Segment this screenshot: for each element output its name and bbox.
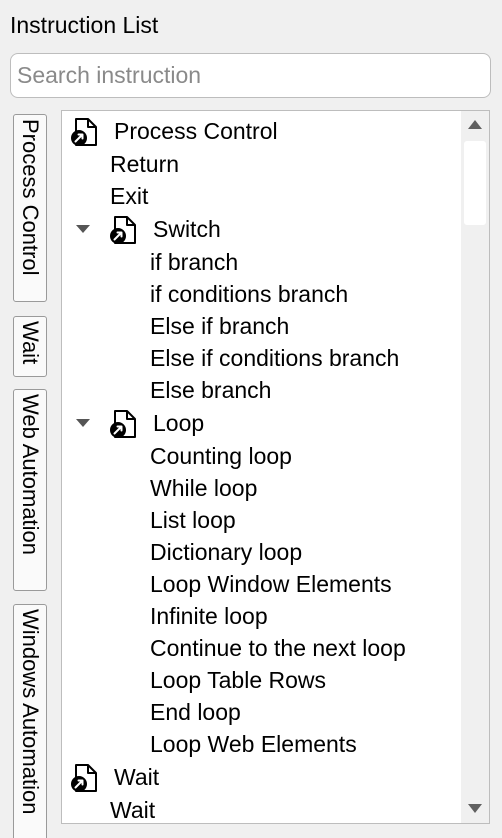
tree-item-list-loop[interactable]: List loop bbox=[62, 504, 461, 536]
tree-group-label: Switch bbox=[153, 216, 221, 242]
tab-process-control[interactable]: Process Control bbox=[13, 114, 47, 302]
tree-item-else-if-branch[interactable]: Else if branch bbox=[62, 310, 461, 342]
tree-item-label: Wait bbox=[110, 797, 156, 823]
tab-label: Process Control bbox=[18, 119, 43, 276]
tree-group-wait[interactable]: Wait bbox=[62, 760, 461, 794]
tree-item-label: Return bbox=[110, 151, 180, 177]
tree-item-label: Dictionary loop bbox=[150, 539, 303, 565]
tree-item-label: Counting loop bbox=[150, 443, 292, 469]
tree-item-loop-web-elements[interactable]: Loop Web Elements bbox=[62, 728, 461, 760]
tree-item-wait[interactable]: Wait bbox=[62, 794, 461, 823]
document-arrow-icon bbox=[70, 117, 98, 147]
search-input[interactable] bbox=[17, 58, 482, 93]
tree-item-label: if branch bbox=[150, 249, 239, 275]
tree-item-label: if conditions branch bbox=[150, 281, 349, 307]
tree-item-label: List loop bbox=[150, 507, 236, 533]
tree-group-label: Process Control bbox=[114, 118, 278, 144]
tree-item-label: While loop bbox=[150, 475, 258, 501]
document-arrow-icon bbox=[109, 215, 137, 245]
tree-item-else-if-conditions-branch[interactable]: Else if conditions branch bbox=[62, 342, 461, 374]
tree-group-loop[interactable]: Loop bbox=[62, 406, 461, 440]
tree-list: Process Control Return Exit Switch if br… bbox=[62, 114, 461, 823]
tree-group-label: Loop bbox=[153, 410, 205, 436]
tab-wait[interactable]: Wait bbox=[13, 316, 47, 377]
tree-item-else-branch[interactable]: Else branch bbox=[62, 374, 461, 406]
tree-item-label: Continue to the next loop bbox=[150, 635, 406, 661]
tree-item-loop-window-elements[interactable]: Loop Window Elements bbox=[62, 568, 461, 600]
tree-item-infinite-loop[interactable]: Infinite loop bbox=[62, 600, 461, 632]
tree-item-label: Exit bbox=[110, 183, 149, 209]
tab-windows-automation[interactable]: Windows Automation bbox=[13, 604, 47, 838]
tree-item-continue-next-loop[interactable]: Continue to the next loop bbox=[62, 632, 461, 664]
tree-item-label: Loop Window Elements bbox=[150, 571, 392, 597]
triangle-down-icon[interactable] bbox=[76, 225, 90, 233]
tree-item-label: Loop Table Rows bbox=[150, 667, 327, 693]
tree-item-dictionary-loop[interactable]: Dictionary loop bbox=[62, 536, 461, 568]
tab-label: Web Automation bbox=[18, 394, 43, 556]
tree-item-exit[interactable]: Exit bbox=[62, 180, 461, 212]
tree-item-label: End loop bbox=[150, 699, 241, 725]
scroll-up-arrow-icon[interactable] bbox=[461, 111, 489, 139]
tree-group-switch[interactable]: Switch bbox=[62, 212, 461, 246]
tree-item-if-branch[interactable]: if branch bbox=[62, 246, 461, 278]
document-arrow-icon bbox=[109, 409, 137, 439]
category-tab-strip: Process Control Wait Web Automation Wind… bbox=[10, 110, 50, 838]
tree-item-counting-loop[interactable]: Counting loop bbox=[62, 440, 461, 472]
instruction-tree: Process Control Return Exit Switch if br… bbox=[61, 110, 490, 824]
tab-label: Wait bbox=[18, 321, 43, 365]
tree-viewport: Process Control Return Exit Switch if br… bbox=[62, 111, 461, 823]
search-box[interactable] bbox=[10, 53, 491, 98]
tree-item-label: Else if branch bbox=[150, 313, 290, 339]
scrollbar-thumb[interactable] bbox=[464, 141, 486, 225]
tree-group-process-control[interactable]: Process Control bbox=[62, 114, 461, 148]
tree-item-label: Else branch bbox=[150, 377, 272, 403]
tree-item-label: Else if conditions branch bbox=[150, 345, 400, 371]
tree-item-return[interactable]: Return bbox=[62, 148, 461, 180]
scroll-down-arrow-icon[interactable] bbox=[461, 795, 489, 823]
tree-item-label: Loop Web Elements bbox=[150, 731, 357, 757]
vertical-scrollbar[interactable] bbox=[461, 111, 489, 823]
panel-title: Instruction List bbox=[10, 12, 159, 38]
triangle-down-icon[interactable] bbox=[76, 419, 90, 427]
tab-label: Windows Automation bbox=[18, 609, 43, 815]
tree-item-end-loop[interactable]: End loop bbox=[62, 696, 461, 728]
tree-item-loop-table-rows[interactable]: Loop Table Rows bbox=[62, 664, 461, 696]
document-arrow-icon bbox=[70, 763, 98, 793]
tree-group-label: Wait bbox=[114, 764, 160, 790]
tree-item-label: Infinite loop bbox=[150, 603, 268, 629]
tree-item-if-conditions-branch[interactable]: if conditions branch bbox=[62, 278, 461, 310]
tree-item-while-loop[interactable]: While loop bbox=[62, 472, 461, 504]
tab-web-automation[interactable]: Web Automation bbox=[13, 389, 47, 591]
